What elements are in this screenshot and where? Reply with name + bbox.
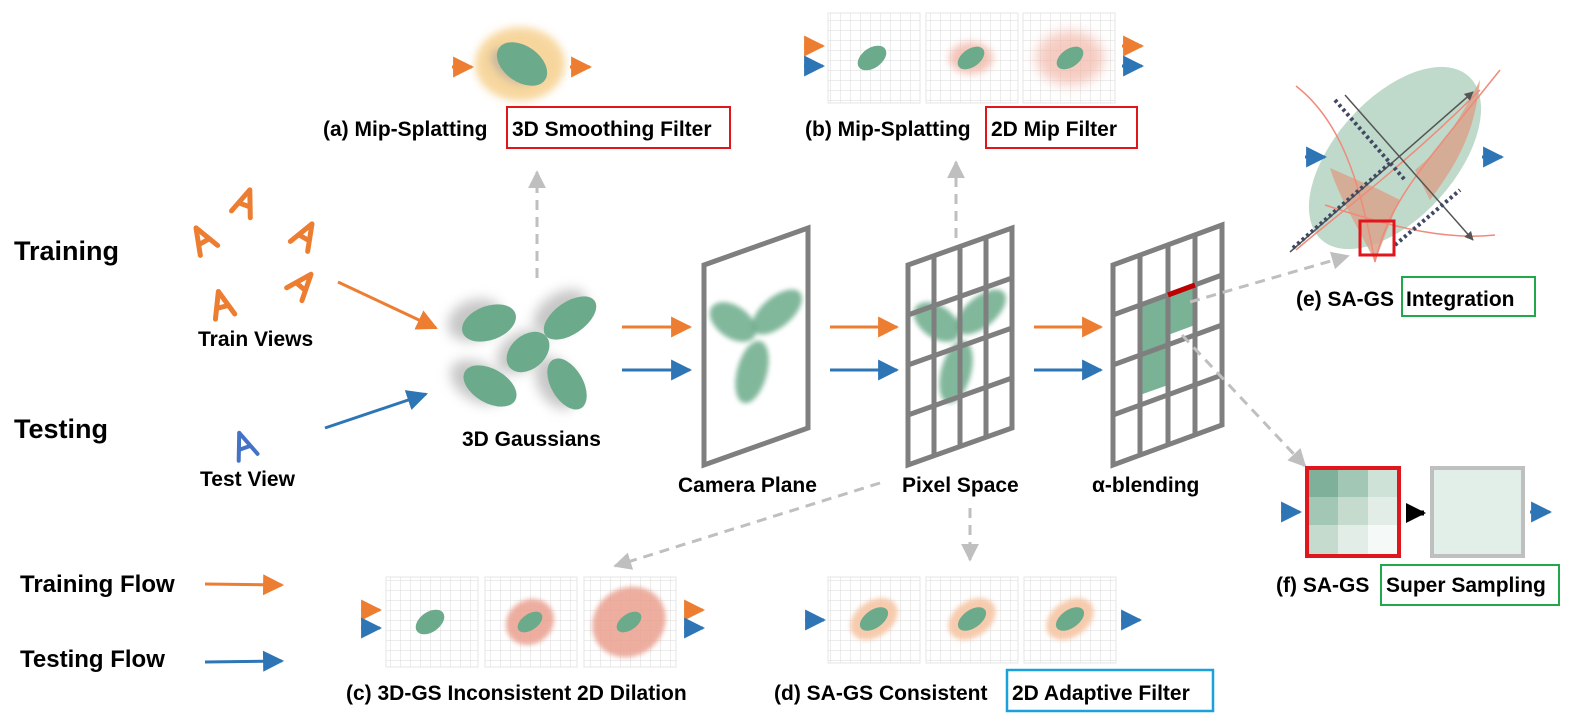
panel-f-illustration [1281,466,1553,558]
legend-testing-flow-arrow [204,650,285,672]
to-panel-c-arrow [613,481,881,570]
test-to-gaussians-arrow [324,390,428,430]
pixel-space-grid [905,224,1015,469]
camera-icon [284,271,314,304]
caption-d-highlight-box [1005,668,1215,713]
to-panel-f-arrow [1180,333,1307,468]
gaussians-label: 3D Gaussians [462,428,601,451]
caption-a-highlight-box [506,106,731,149]
pixel-space-label: Pixel Space [902,474,1019,497]
caption-a-prefix: (a) Mip-Splatting [323,118,493,141]
caption-f-prefix: (f) SA-GS [1276,574,1375,597]
camera-icon [287,221,315,254]
training-label: Training [14,236,119,266]
to-panel-e-arrow [1189,251,1350,304]
legend: Training Flow Testing Flow [20,571,285,673]
panel-e-illustration [1289,66,1505,263]
train-camera-icons [193,187,315,322]
alpha-blending-label: α-blending [1092,474,1199,497]
caption-e-highlight-box [1401,276,1536,317]
test-view-label: Test View [200,468,296,491]
caption-b-highlight: 2D Mip Filter [991,118,1117,141]
train-to-gaussians-arrow [337,280,438,330]
caption-a-highlight: 3D Smoothing Filter [512,118,712,141]
caption-e-prefix: (e) SA-GS [1296,288,1400,311]
caption-d-highlight: 2D Adaptive Filter [1012,682,1190,705]
caption-f-highlight-box [1380,564,1560,606]
legend-training-flow-arrow [204,574,285,596]
camera-icon [193,225,221,258]
panel-a-illustration [452,27,593,101]
alpha-blending-grid [1110,221,1225,469]
camera-plane-label: Camera Plane [678,474,817,497]
testing-label: Testing [14,414,108,444]
panel-b-illustration [804,12,1145,104]
gaussians-cluster [447,289,597,410]
train-views-label: Train Views [198,328,313,351]
legend-training-flow-label: Training Flow [20,571,175,598]
camera-icon [228,187,253,221]
legend-testing-flow-label: Testing Flow [20,646,165,673]
camera-plane [701,224,811,469]
panel-c-illustration [361,576,706,668]
caption-c: (c) 3D-GS Inconsistent 2D Dilation [346,682,687,705]
caption-d-prefix: (d) SA-GS Consistent [774,682,993,705]
test-camera-icon [236,430,260,463]
camera-icon [212,288,238,322]
caption-e-highlight: Integration [1406,288,1515,311]
caption-f-highlight: Super Sampling [1386,574,1546,597]
caption-b-highlight-box [985,106,1138,149]
caption-b-prefix: (b) Mip-Splatting [805,118,976,141]
panel-d-illustration [805,576,1143,664]
